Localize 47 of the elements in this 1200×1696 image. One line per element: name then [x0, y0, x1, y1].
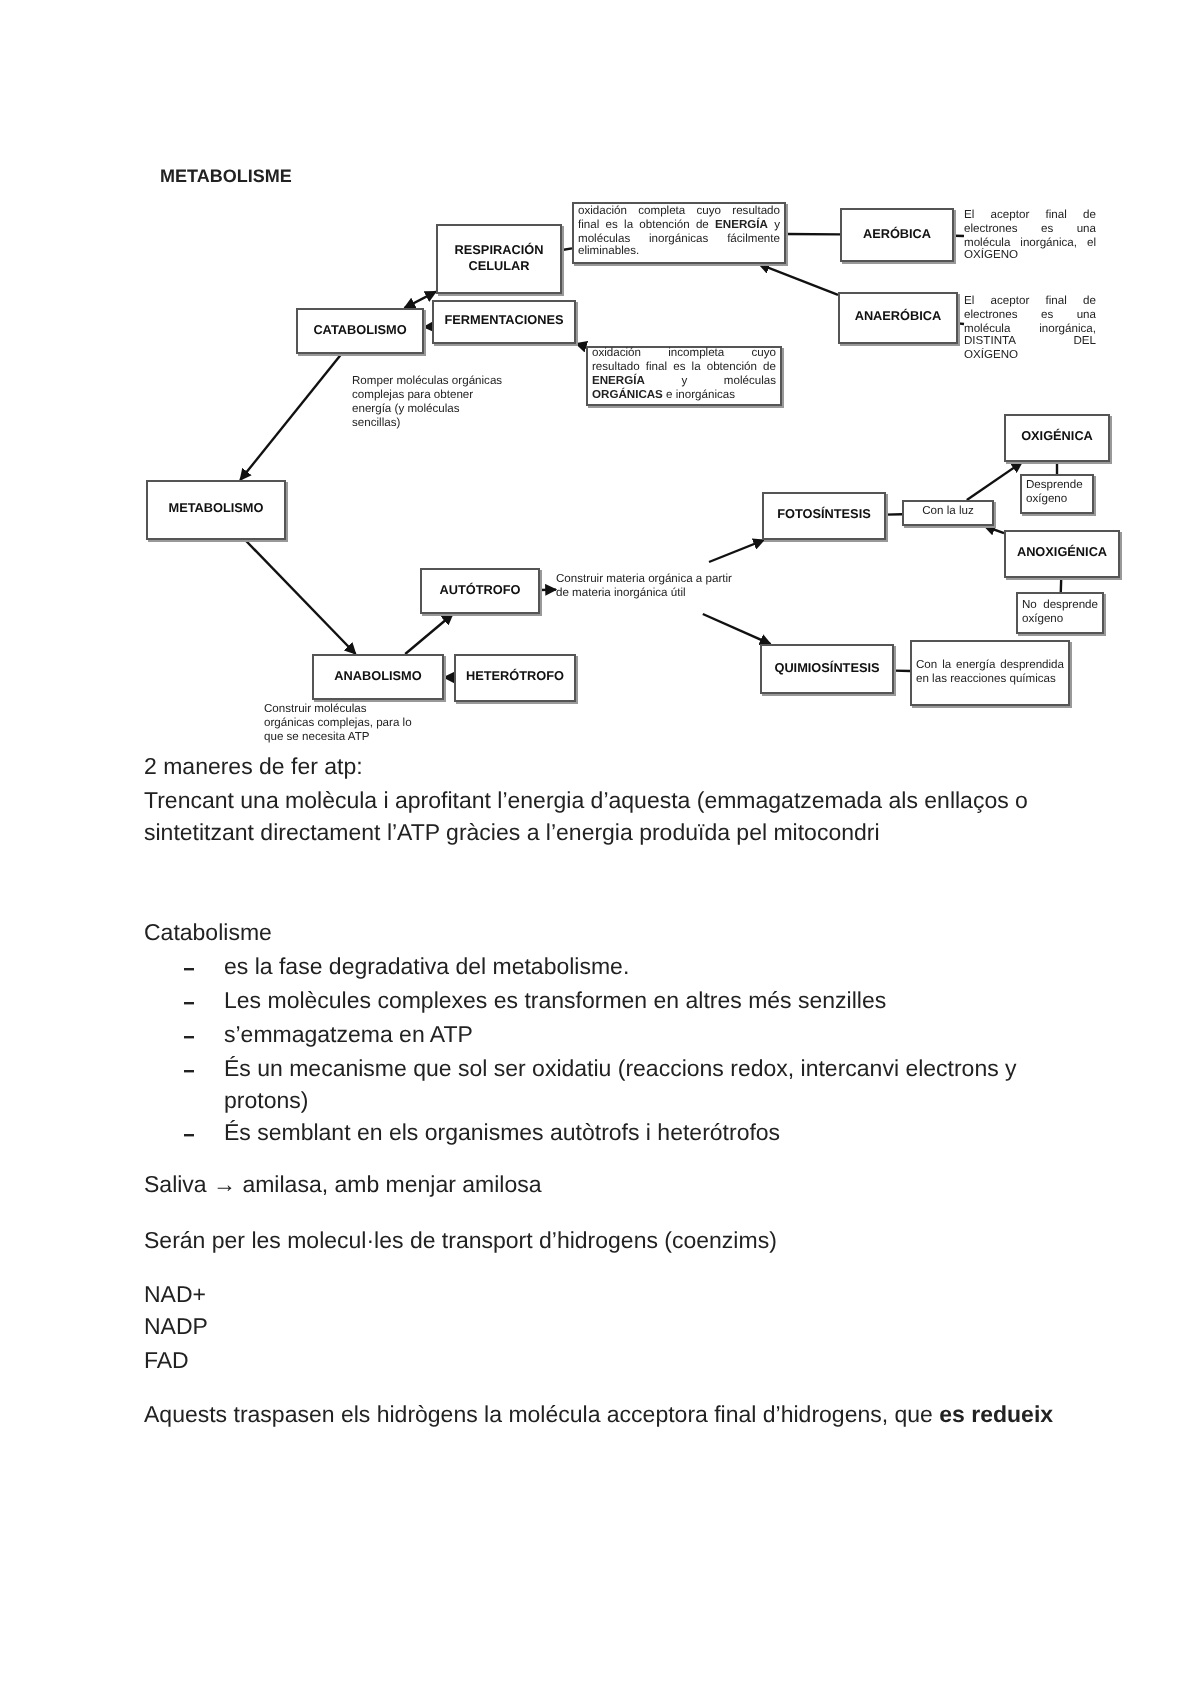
paragraph-text: Trencant una molècula i aprofitant l’energia d’aquesta (emmagatzemada als enllaços o sintetitzant directament l’ATP gràcies a l’energia produïda pel mitocondri	[144, 788, 1030, 850]
list-item-text: És semblant en els organismes autòtrofs i heterótrofos	[224, 1118, 783, 1150]
list-item-text: És un mecanisme que sol ser oxidatiu (reaccions redox, intercanvi electrons y protons)	[224, 1054, 1019, 1118]
connector-line	[786, 232, 840, 236]
arrow	[422, 320, 436, 333]
concept-box	[840, 208, 954, 262]
connector-line	[885, 513, 903, 516]
arrow	[539, 583, 558, 596]
concept-box	[1004, 530, 1120, 578]
concept-box	[454, 654, 576, 702]
arrow	[983, 524, 1005, 536]
concept-box	[146, 480, 286, 540]
arrow	[404, 613, 454, 655]
note-box	[910, 640, 1070, 706]
arrow	[442, 671, 455, 684]
concept-box	[312, 654, 444, 700]
concept-box	[432, 300, 576, 344]
arrow	[403, 290, 438, 310]
paragraph-text: 2 maneres de fer atp:	[144, 754, 365, 784]
paragraph-text: Catabolisme	[144, 920, 274, 950]
paragraph-text: FAD	[144, 1348, 191, 1378]
paragraph-text: Saliva → amilasa, amb menjar amilosa	[144, 1172, 544, 1202]
arrow	[708, 538, 766, 564]
paragraph-text: Aquests traspasen els hidrògens la molécula acceptora final d’hidrogens, que es redueix	[144, 1402, 1056, 1432]
arrow	[966, 461, 1024, 501]
concept-box	[760, 644, 894, 694]
page-title: METABOLISME	[160, 164, 292, 190]
concept-box	[762, 492, 886, 540]
list-item-text: s’emmagatzema en ATP	[224, 1022, 475, 1052]
paragraph-text: NADP	[144, 1314, 210, 1344]
concept-box	[838, 292, 958, 344]
concept-box	[420, 568, 540, 614]
list-item-text: es la fase degradativa del metabolisme.	[224, 954, 632, 984]
arrow	[244, 539, 357, 655]
arrow	[702, 612, 772, 646]
note-box	[1016, 592, 1104, 634]
arrow	[574, 340, 589, 353]
list-item-text: Les molècules complexes es transformen en altres més senzilles	[224, 988, 889, 1018]
arrow	[757, 262, 839, 296]
concept-box	[1004, 414, 1110, 462]
concept-box	[296, 308, 424, 354]
paragraph-text: NAD+	[144, 1282, 208, 1312]
paragraph-text: Serán per les molecul·les de transport d’hidrogens (coenzims)	[144, 1228, 779, 1258]
arrow	[239, 353, 343, 481]
concept-box	[436, 224, 562, 294]
note-box	[902, 500, 994, 526]
note-box	[1020, 474, 1094, 514]
